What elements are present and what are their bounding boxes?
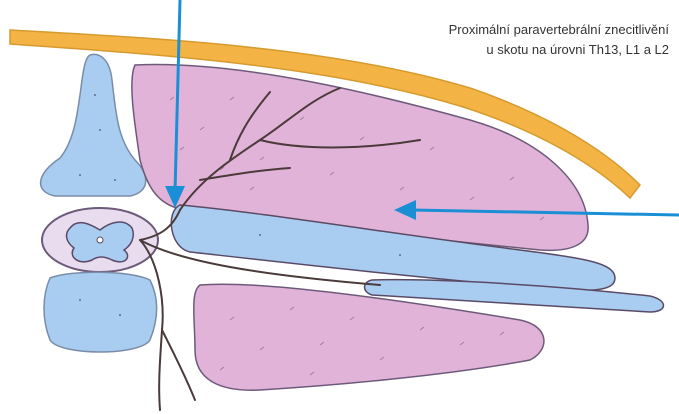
spinous-process <box>41 54 146 196</box>
caption-line-1: Proximální paravertebrální znecitlivění <box>349 20 669 40</box>
figure-caption: Proximální paravertebrální znecitlivění … <box>349 20 669 60</box>
caption-line-2: u skotu na úrovni Th13, L1 a L2 <box>349 40 669 60</box>
central-canal <box>97 237 103 243</box>
vertebral-body <box>44 272 157 352</box>
